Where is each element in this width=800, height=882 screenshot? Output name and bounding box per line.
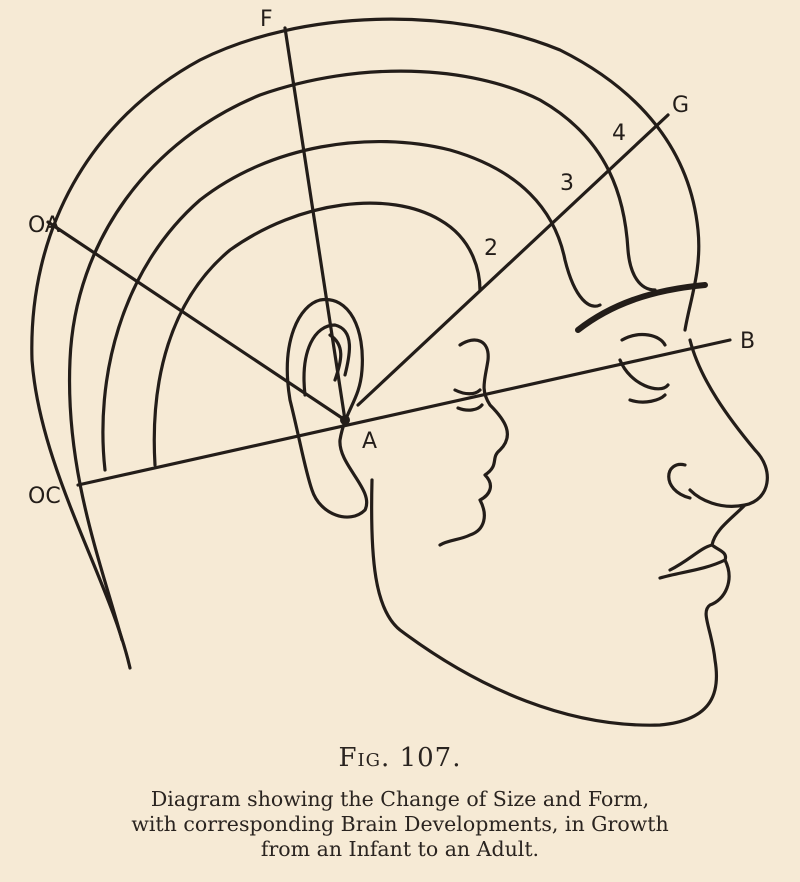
infant-face-profile: [438, 338, 509, 547]
inner-ear: [302, 323, 352, 397]
growth-curve-4: [67, 69, 657, 642]
label-4: 4: [612, 121, 626, 146]
adult-eye: [618, 332, 670, 404]
adult-face-profile: [370, 338, 769, 727]
head-growth-diagram: F OA G 4 3 2 B A OC: [28, 7, 769, 727]
label-B: B: [740, 329, 755, 354]
label-OC: OC: [28, 484, 61, 509]
adult-brow: [575, 282, 708, 333]
point-A: [340, 415, 350, 425]
caption-line: Diagram showing the Change of Size and F…: [150, 787, 650, 811]
caption-line: from an Infant to an Adult.: [260, 837, 540, 861]
label-F: F: [260, 7, 273, 32]
label-2: 2: [484, 236, 498, 261]
line-F: [283, 26, 347, 422]
growth-curve-2-infant-head: [152, 201, 482, 467]
label-OA: OA: [28, 213, 60, 238]
line-OA: [46, 220, 347, 422]
caption-line: with corresponding Brain Developments, i…: [131, 812, 669, 836]
line-G: [356, 113, 670, 407]
growth-curve-3: [101, 139, 602, 472]
adult-nostril: [667, 462, 692, 500]
adult-head-outline: [30, 17, 701, 670]
infant-eye: [453, 388, 484, 412]
figure-number: Fig. 107.: [338, 743, 462, 773]
label-G: G: [672, 93, 689, 118]
line-OC-B: [76, 338, 732, 487]
label-3: 3: [560, 171, 574, 196]
figure-caption: Diagram showing the Change of Size and F…: [0, 787, 800, 862]
ear: [285, 298, 369, 519]
label-A: A: [362, 429, 377, 454]
